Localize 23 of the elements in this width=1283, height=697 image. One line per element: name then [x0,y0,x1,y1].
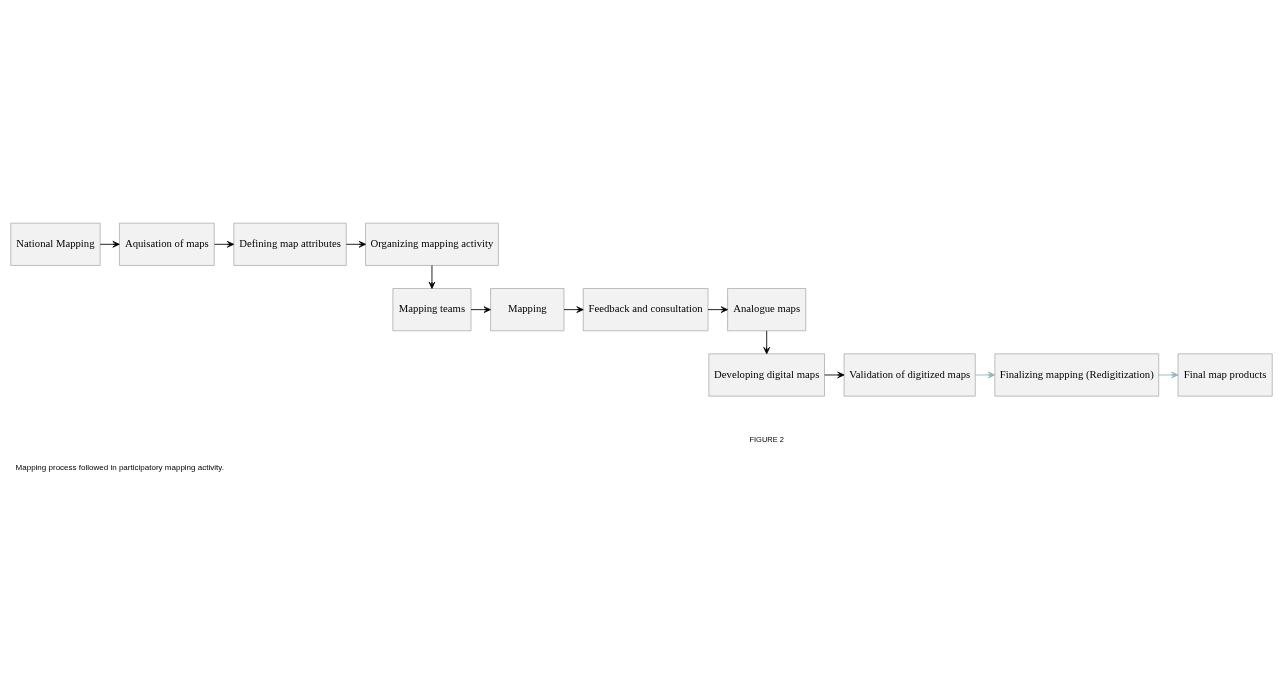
arrow [214,240,235,248]
arrow [428,264,436,289]
node-box: Mapping [490,287,565,331]
arrow [824,371,845,378]
node-box: Aquisation of maps [119,222,215,266]
arrow [707,305,728,313]
node-box: Organizing mapping activity [365,222,499,266]
arrow [763,329,770,354]
arrow [975,371,996,378]
node-box: Analogue maps [727,287,807,331]
node-box: Final map products [1177,353,1273,396]
arrow [563,305,584,313]
node-box: Feedback and consultation [583,287,709,331]
arrow [470,305,491,313]
arrow [345,240,366,248]
node-box: Validation of digitized maps [843,353,976,396]
arrow [99,240,120,248]
node-box: Mapping teams [392,287,472,331]
node-box: Defining map attributes [233,222,347,266]
node-box: Finalizing mapping (Redigitization) [994,353,1159,396]
arrow [1158,371,1179,378]
node-box: Developing digital maps [708,353,825,396]
node-box: National Mapping [10,222,101,266]
